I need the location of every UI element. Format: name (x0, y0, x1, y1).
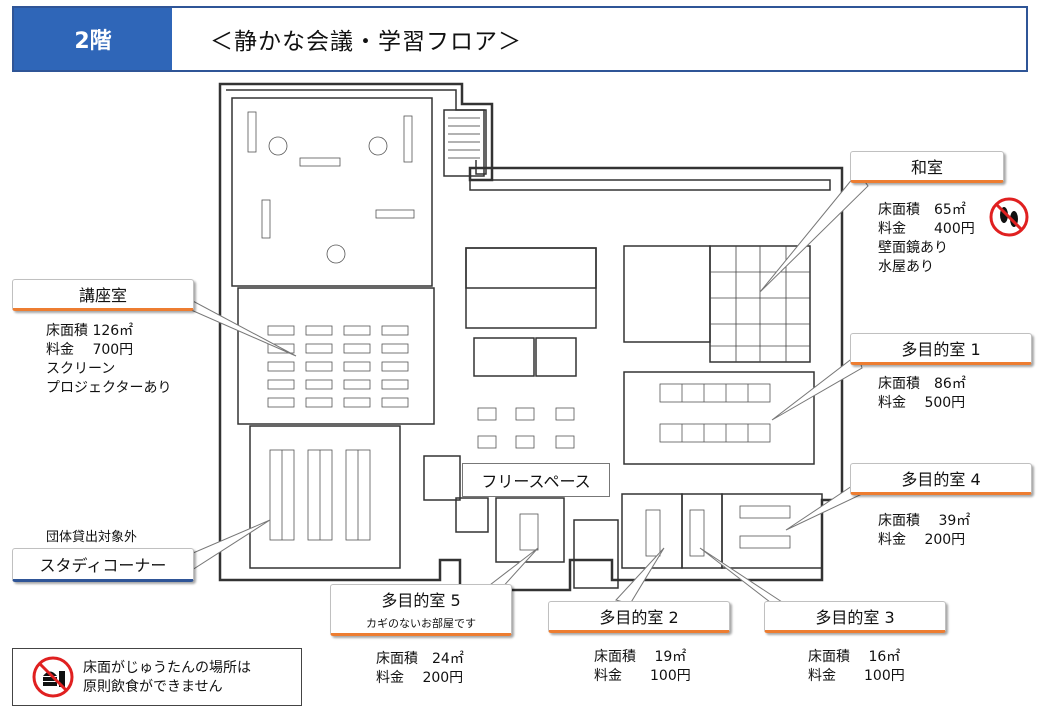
room-name-tamokuteki1: 多目的室 1 (901, 340, 981, 359)
header-bar: 2階 ＜静かな会議・学習フロア＞ (12, 6, 1028, 72)
notice-line-2: 原則飲食ができません (83, 679, 223, 695)
callout-tamokuteki4: 多目的室 4 (850, 463, 1032, 495)
room-sub-tamokuteki5: カギのないお部屋です (366, 617, 476, 630)
room-name-tamokuteki2: 多目的室 2 (599, 608, 679, 627)
area-tamokuteki1: 床面積 86㎡ (878, 376, 966, 392)
area-tamokuteki5: 床面積 24㎡ (376, 651, 464, 667)
callout-tamokuteki3: 多目的室 3 (764, 601, 946, 633)
note-koza-1: スクリーン (46, 361, 116, 377)
info-washitsu: 床面積 65㎡ 料金 400円 壁面鏡あり 水屋あり (878, 201, 975, 277)
floor-badge: 2階 (14, 8, 172, 70)
notice-text: 床面がじゅうたんの場所は 原則飲食ができません (83, 659, 251, 697)
floor-title: ＜静かな会議・学習フロア＞ (210, 29, 522, 55)
info-tamokuteki3: 床面積 16㎡ 料金 100円 (808, 648, 905, 686)
note-washitsu-2: 水屋あり (878, 259, 934, 275)
room-name-tamokuteki4: 多目的室 4 (901, 470, 981, 489)
area-tamokuteki3: 床面積 16㎡ (808, 649, 901, 665)
info-koza: 床面積 126㎡ 料金 700円 スクリーン プロジェクターあり (46, 322, 171, 398)
callout-tamokuteki1: 多目的室 1 (850, 333, 1032, 365)
callout-koza: 講座室 (12, 279, 194, 311)
room-name-washitsu: 和室 (910, 158, 943, 177)
callout-washitsu: 和室 (850, 151, 1004, 183)
fee-washitsu: 料金 400円 (878, 221, 975, 237)
callout-tamokuteki5: 多目的室 5 カギのないお部屋です (330, 584, 512, 636)
fee-tamokuteki4: 料金 200円 (878, 532, 966, 548)
note-koza-2: プロジェクターあり (46, 380, 172, 396)
no-food-icon (32, 656, 74, 698)
fee-tamokuteki1: 料金 500円 (878, 395, 966, 411)
free-space-label: フリースペース (462, 463, 610, 497)
room-name-koza: 講座室 (78, 286, 127, 305)
study-note: 団体貸出対象外 (46, 530, 138, 545)
callout-tamokuteki2: 多目的室 2 (548, 601, 730, 633)
area-koza: 床面積 126㎡ (46, 323, 134, 339)
fee-tamokuteki5: 料金 200円 (376, 670, 464, 686)
room-name-tamokuteki5: 多目的室 5 (381, 591, 461, 610)
no-shoes-icon (989, 197, 1029, 237)
room-name-tamokuteki3: 多目的室 3 (815, 608, 895, 627)
note-washitsu-1: 壁面鏡あり (878, 240, 948, 256)
notice-line-1: 床面がじゅうたんの場所は (83, 660, 251, 676)
fee-tamokuteki3: 料金 100円 (808, 668, 905, 684)
callout-study: スタディコーナー (12, 548, 194, 582)
no-eating-notice: 床面がじゅうたんの場所は 原則飲食ができません (12, 648, 302, 706)
info-tamokuteki5: 床面積 24㎡ 料金 200円 (376, 650, 464, 688)
fee-koza: 料金 700円 (46, 342, 134, 358)
info-tamokuteki1: 床面積 86㎡ 料金 500円 (878, 375, 966, 413)
area-washitsu: 床面積 65㎡ (878, 202, 966, 218)
info-tamokuteki2: 床面積 19㎡ 料金 100円 (594, 648, 691, 686)
area-tamokuteki2: 床面積 19㎡ (594, 649, 687, 665)
area-tamokuteki4: 床面積 39㎡ (878, 513, 971, 529)
info-tamokuteki4: 床面積 39㎡ 料金 200円 (878, 512, 970, 550)
fee-tamokuteki2: 料金 100円 (594, 668, 691, 684)
room-name-study: スタディコーナー (39, 556, 167, 575)
